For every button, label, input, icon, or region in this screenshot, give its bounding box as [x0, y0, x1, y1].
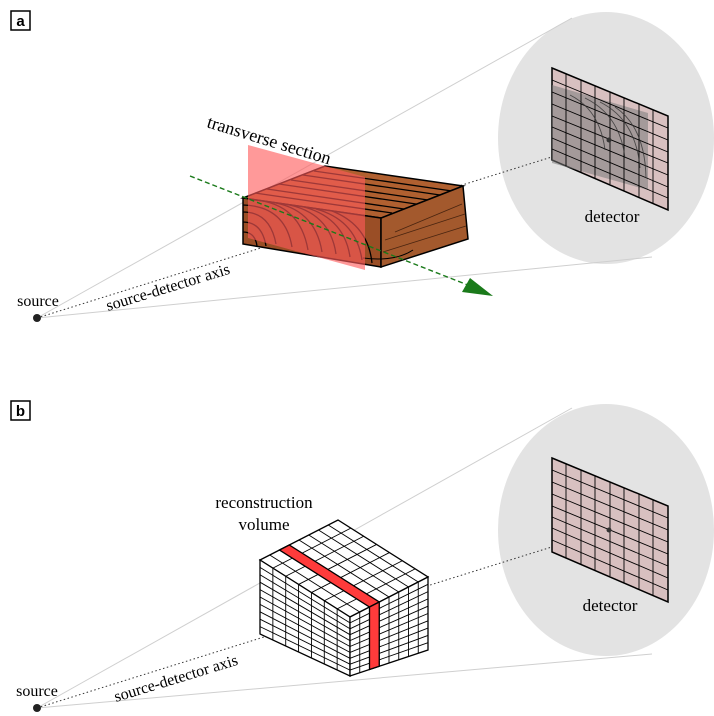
rotation-axis-line: [189, 175, 479, 290]
panel-letter-a: a: [16, 13, 25, 30]
reconstruction-volume-label-line2: volume: [239, 515, 290, 534]
detector-panel-a: [551, 66, 669, 212]
cone-line-bottom: [36, 256, 653, 319]
cone-line-bottom-b: [36, 653, 653, 709]
red-slice-side: [368, 600, 380, 671]
source-label-b: source: [16, 683, 58, 700]
panel-letter-box-a: [10, 10, 31, 31]
panel-letter-box-b: [10, 400, 31, 421]
source-detector-axis-label-b: source-detector axis: [112, 652, 240, 706]
source-point: [33, 314, 41, 322]
panel-a: a source source-detector axis: [10, 10, 714, 322]
detector-label-a: detector: [585, 207, 640, 226]
panel-b: b source source-detector axis reconstruc…: [10, 400, 714, 712]
source-detector-axis-line: [36, 139, 607, 319]
source-label: source: [17, 293, 59, 310]
rotation-axis-arrowhead: [462, 278, 493, 296]
source-detector-axis-line-b: [36, 529, 607, 709]
detector-panel-b: [551, 456, 669, 604]
reconstruction-volume-label-line1: reconstruction: [215, 493, 313, 512]
transverse-section-plane: [248, 145, 365, 270]
detector-label-b: detector: [583, 596, 638, 615]
source-point-b: [33, 704, 41, 712]
reconstruction-volume-grid: [258, 519, 430, 678]
panel-letter-b: b: [16, 403, 25, 420]
